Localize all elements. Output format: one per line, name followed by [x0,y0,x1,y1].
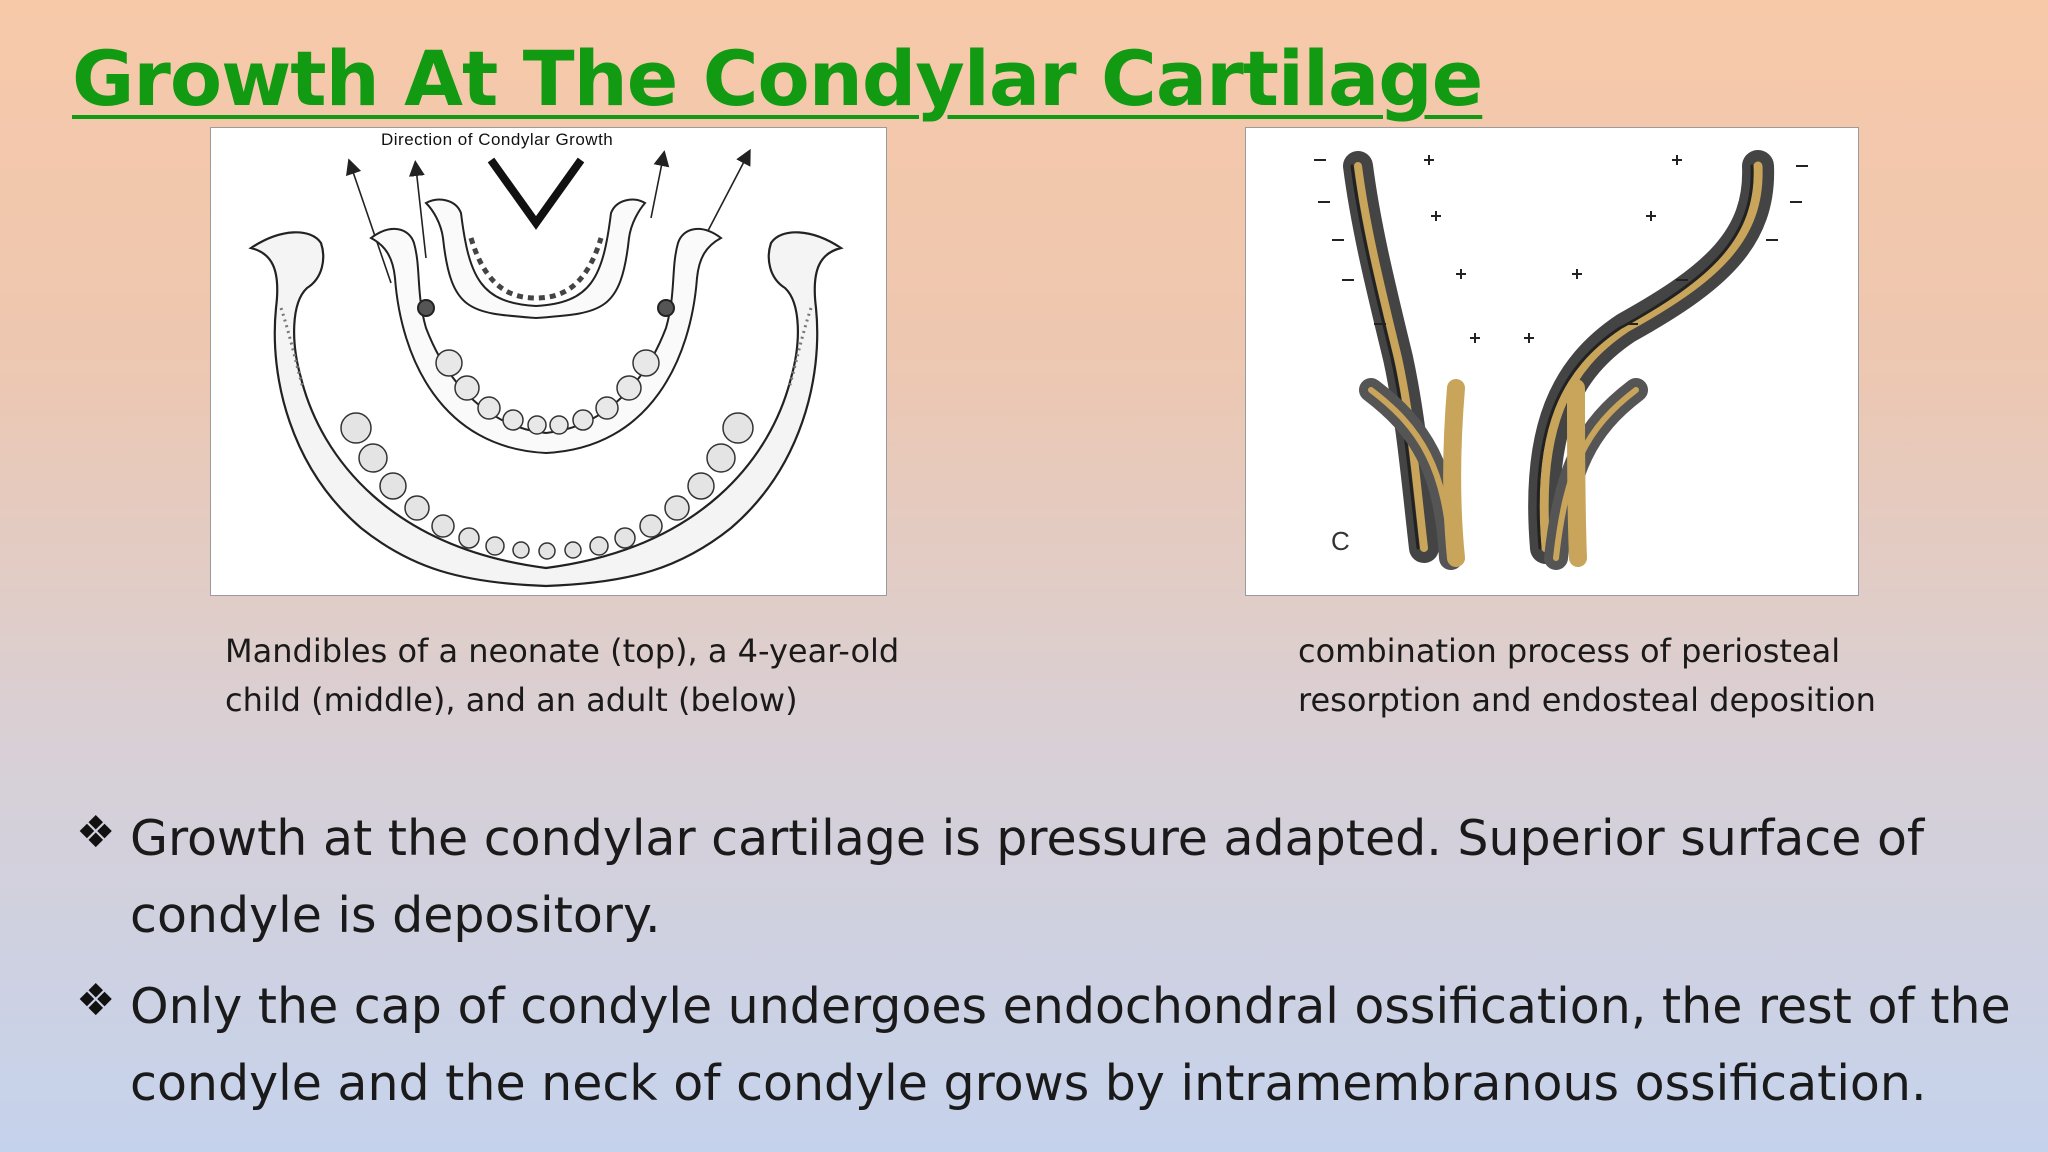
condyle-remodeling-figure: C [1245,127,1859,596]
caption-line: combination process of periosteal [1298,632,1841,670]
right-figure-caption: combination process of periosteal resorp… [1298,627,1938,725]
caption-line: Mandibles of a neonate (top), a 4-year-o… [225,632,900,670]
left-condyle-limb [1343,151,1439,563]
deposition-marks [1424,155,1682,343]
adult-mandible [248,231,844,588]
caption-line: child (middle), and an adult (below) [225,681,798,719]
slide-title: Growth At The Condylar Cartilage [72,34,1483,123]
child-mandible [369,228,723,455]
bullet-list: ❖ Growth at the condylar cartilage is pr… [76,800,2016,1136]
figure-letter: C [1331,526,1350,556]
bullet-item: ❖ Growth at the condylar cartilage is pr… [76,800,2016,954]
bullet-item: ❖ Only the cap of condyle undergoes endo… [76,968,2016,1122]
resorption-marks [1314,159,1808,325]
diamond-bullet-icon: ❖ [76,975,116,1026]
mandible-growth-figure: Direction of Condylar Growth [210,127,887,596]
bullet-text: Growth at the condylar cartilage is pres… [130,810,1925,944]
caption-line: resorption and endosteal deposition [1298,681,1876,719]
neonate-mandible [424,198,647,320]
condyle-neck-illustration [1314,150,1808,570]
bullet-text: Only the cap of condyle undergoes endoch… [130,978,2011,1112]
lower-bands [1359,378,1648,570]
figure-label: Direction of Condylar Growth [381,130,614,149]
left-figure-caption: Mandibles of a neonate (top), a 4-year-o… [225,627,925,725]
right-condyle-limb [1528,150,1775,564]
diamond-bullet-icon: ❖ [76,807,116,858]
mandible-illustration [248,148,844,588]
v-mark [487,157,585,230]
